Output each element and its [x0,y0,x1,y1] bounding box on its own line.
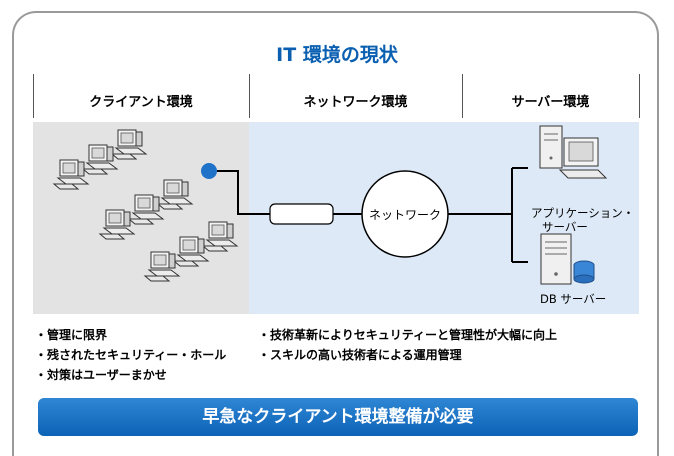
server-link-lines [448,167,528,263]
network-device-box [269,203,334,225]
column-divider-right [639,74,640,118]
bullet-right-1: ・技術革新によりセキュリティーと管理性が大幅に向上 [258,328,558,342]
column-divider-left [33,74,34,118]
client-link-line [217,170,270,215]
column-header-client: クライアント環境 [89,95,193,110]
db-server-icon [540,233,595,285]
client-connection-dot [201,163,217,179]
column-divider-2 [462,74,463,118]
bullet-left-3: ・対策はユーザーまかせ [35,368,167,382]
column-header-network: ネットワーク環境 [303,95,408,110]
db-server-label: DB サーバー [540,292,606,306]
page-title: IT 環境の現状 [276,44,398,66]
application-server-icon [539,125,608,179]
bullet-right-2: ・スキルの高い技術者による運用管理 [258,348,462,362]
conclusion-banner: 早急なクライアント環境整備が必要 [38,398,638,436]
bullet-left-2: ・残されたセキュリティー・ホール [35,348,227,362]
client-pc-group [53,129,238,282]
bullet-left-1: ・管理に限界 [35,328,108,342]
app-server-label-line2: サーバー [542,220,588,234]
network-label: ネットワーク [369,208,441,222]
app-server-label-line1: アプリケーション・ [531,206,634,220]
column-header-server: サーバー環境 [511,95,590,110]
column-divider-1 [249,74,250,118]
